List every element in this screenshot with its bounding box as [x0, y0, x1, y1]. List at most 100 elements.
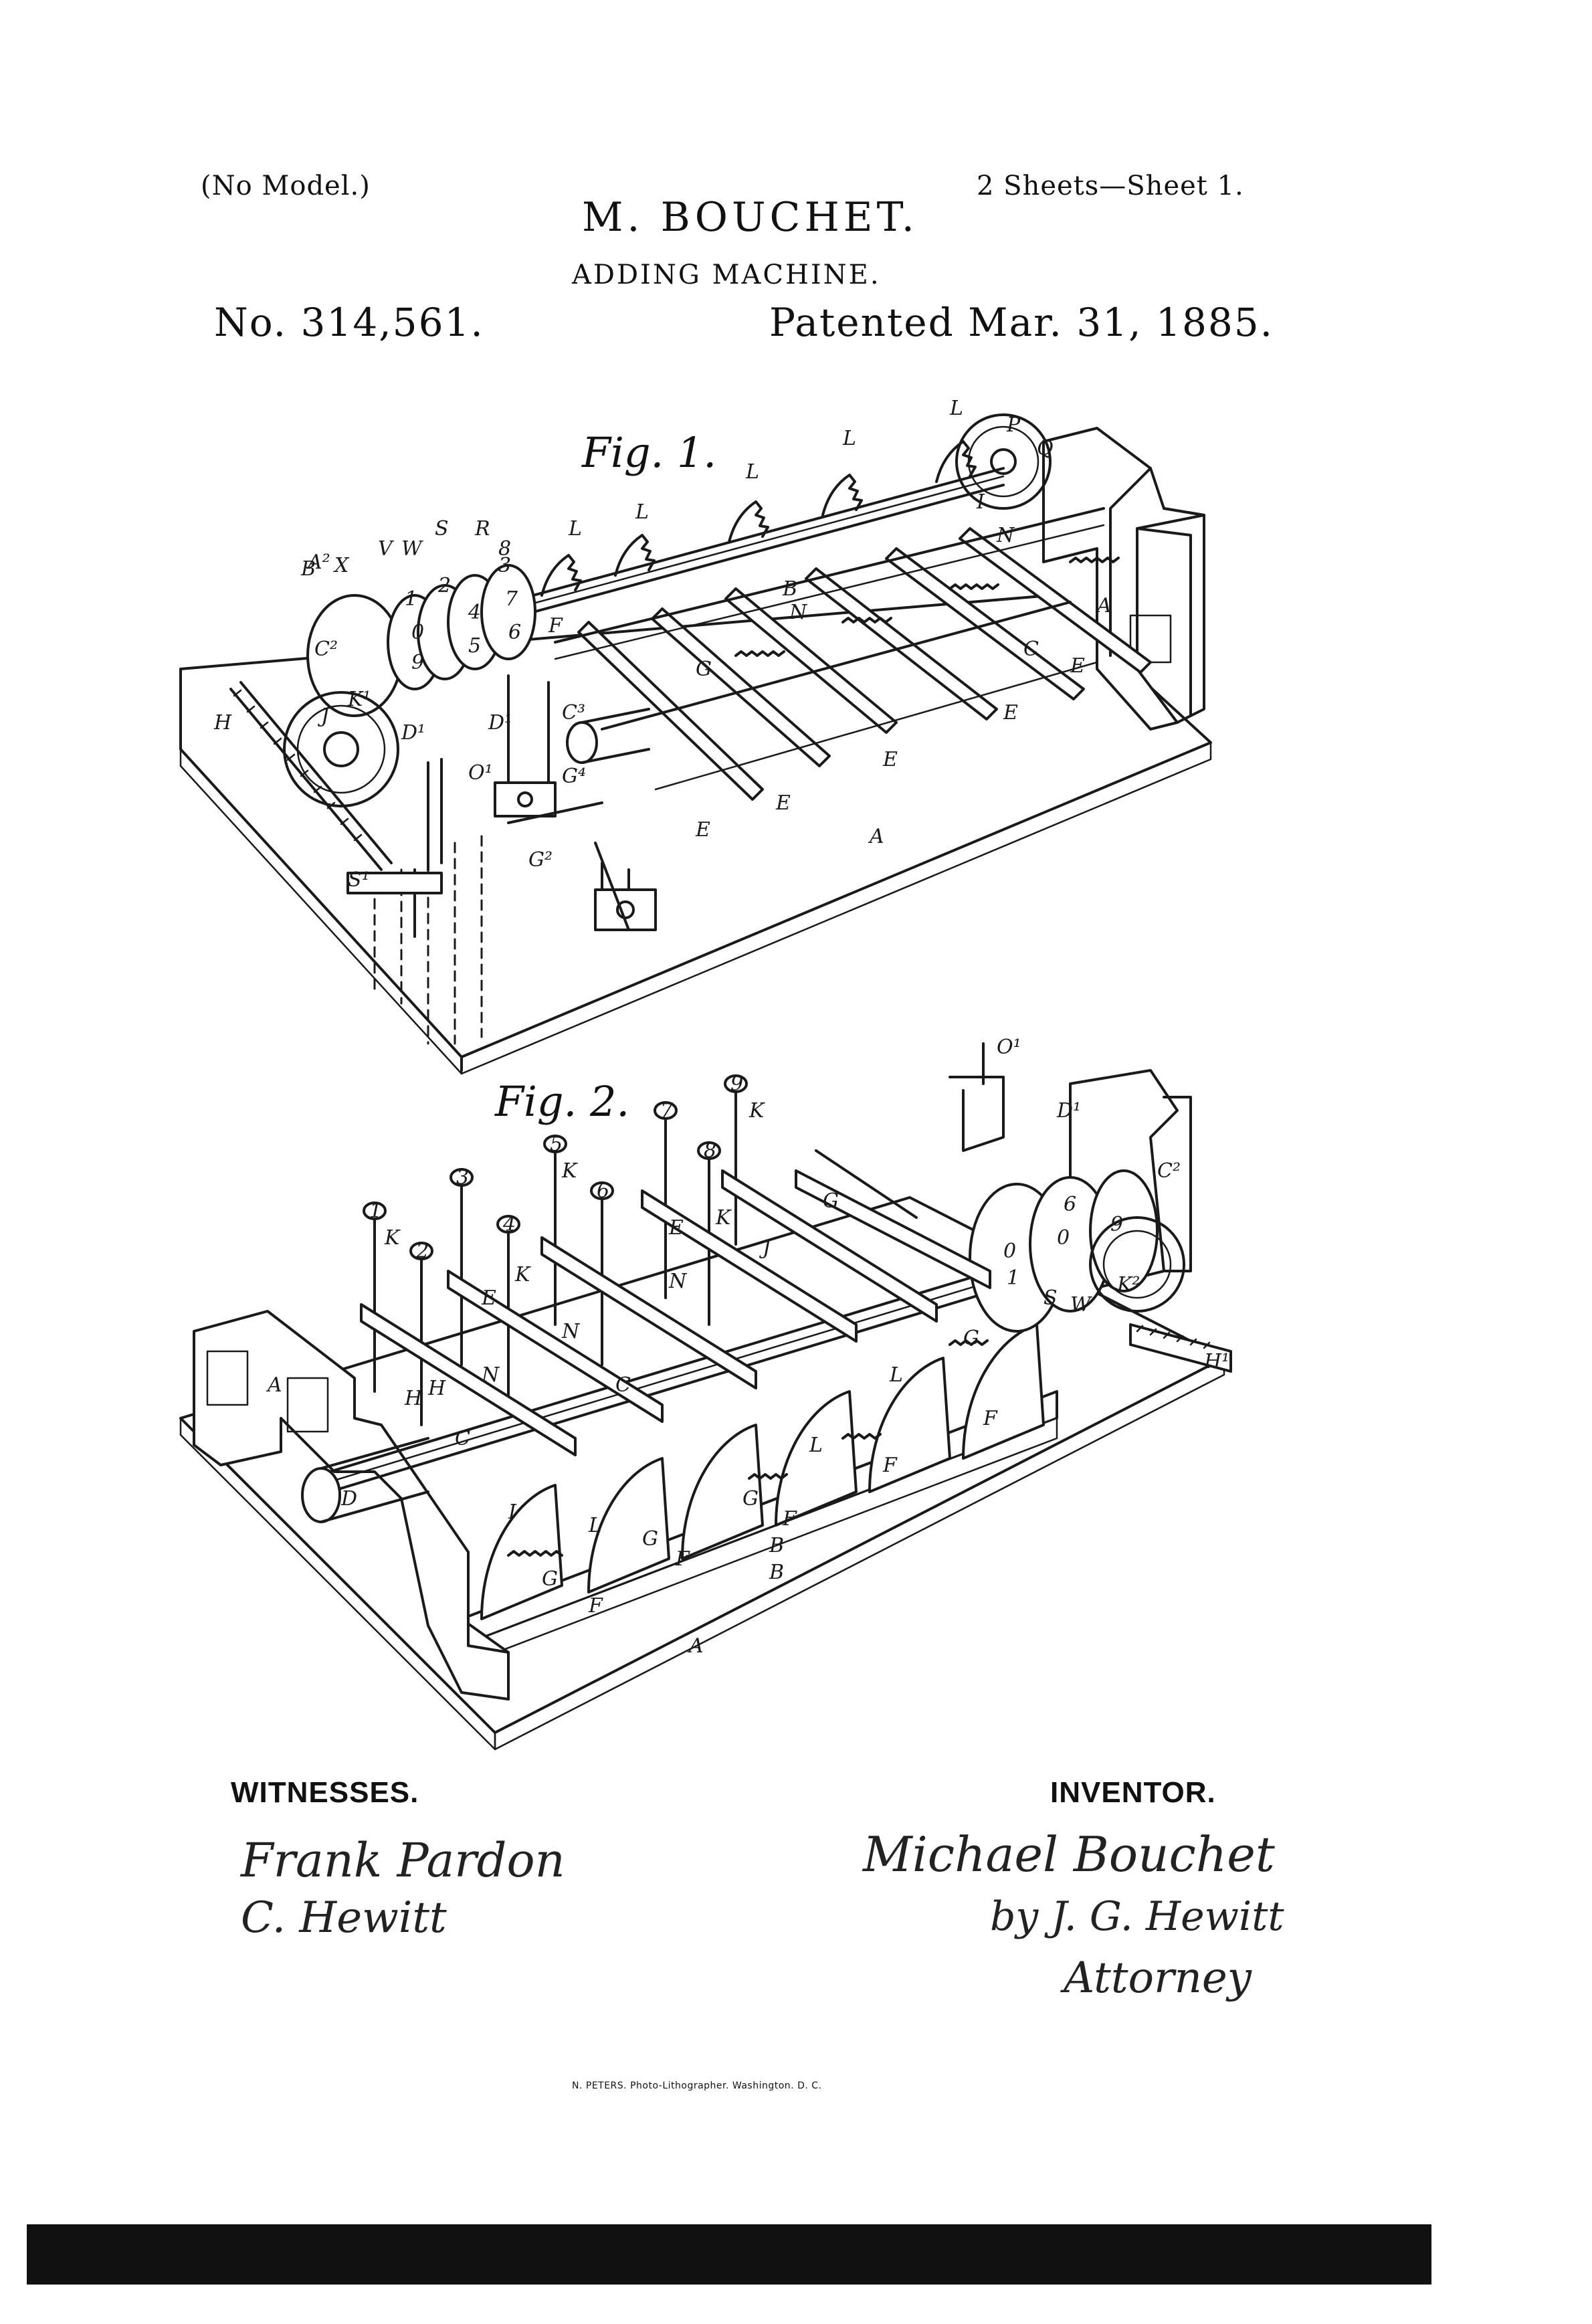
inventor-name-heading: M. BOUCHET.: [582, 194, 918, 241]
fig2-lbl-K-2: K: [561, 1159, 578, 1183]
fig1-lbl-O1: O¹: [468, 761, 493, 785]
fig1-left-gear: [283, 691, 399, 807]
fig2-lbl-W: W: [1070, 1293, 1092, 1317]
fig2-lbl-K-3: K: [384, 1226, 401, 1250]
fig1-lbl-R: R: [474, 517, 490, 541]
fig1-lbl-L-3: L: [745, 460, 759, 484]
fig2-lbl-N: N: [668, 1270, 688, 1293]
fig2-lbl-L: L: [588, 1514, 602, 1537]
inventor-heading: INVENTOR.: [1050, 1776, 1216, 1809]
fig2-lbl-C: C: [615, 1373, 631, 1397]
attorney-label: Attorney: [1064, 1953, 1252, 2003]
fig2-drum-digit-e: 1: [1007, 1266, 1019, 1290]
fig1-lbl-L-5: L: [568, 517, 582, 541]
model-note: (No Model.): [201, 171, 371, 201]
fig2-lbl-B-2: B: [769, 1534, 784, 1557]
fig1-lbl-Q: Q: [1037, 437, 1054, 460]
fig1-lbl-E-4: E: [775, 791, 791, 815]
fig1-label: Fig. 1.: [582, 428, 717, 477]
fig2-key-digit-6: 6: [597, 1179, 609, 1203]
fig1-lbl-C2: C²: [314, 638, 338, 661]
witness-1-signature: Frank Pardon: [241, 1833, 565, 1888]
fig1-lbl-V: V: [378, 537, 395, 561]
fig2-lbl-H: H: [427, 1377, 446, 1400]
fig1-lbl-L-2: L: [842, 427, 856, 450]
fig2-right-gear: [1089, 1216, 1185, 1313]
fig2-lbl-G-3: G: [742, 1487, 759, 1511]
fig1-lbl-B: B: [782, 577, 797, 601]
fig2-lbl-E-1: E: [668, 1216, 684, 1240]
fig2-key-digit-5: 5: [550, 1133, 563, 1156]
witnesses-heading: WITNESSES.: [231, 1776, 419, 1809]
fig2-key-digit-4: 4: [502, 1213, 516, 1236]
fig2-drum-digit-a: 0: [1003, 1240, 1016, 1263]
fig1-lbl-E-3: E: [882, 748, 898, 771]
scan-edge-bar: [27, 2224, 1431, 2285]
fig1-lbl-A2: A²: [306, 551, 330, 574]
fig1-lbl-L-top: L: [949, 397, 963, 420]
fig2-lbl-F-2: F: [782, 1507, 797, 1531]
patent-date: Patented Mar. 31, 1885.: [769, 300, 1274, 345]
fig1-lbl-X: X: [333, 554, 350, 577]
fig1-digit-9: 9: [411, 651, 424, 674]
fig2-rack: [1129, 1323, 1232, 1373]
fig1-springs: [734, 557, 1120, 657]
fig1-lbl-H: H: [213, 711, 232, 735]
fig2-lbl-K-1: K: [749, 1099, 765, 1123]
sheet-count: 2 Sheets—Sheet 1.: [977, 171, 1244, 201]
fig1-main-shaft: [507, 467, 1005, 603]
fig2-lbl-A-base: A: [687, 1634, 704, 1658]
fig2-lbl-G-4: G: [963, 1327, 979, 1350]
fig2-key-digit-1: 1: [369, 1199, 382, 1223]
fig2-lbl-O1: O¹: [997, 1036, 1021, 1059]
fig2-lbl-S: S: [1043, 1286, 1058, 1310]
fig1-lbl-A-base: A: [868, 825, 884, 848]
fig2-lbl-N-2: N: [561, 1320, 581, 1343]
fig2-key-digit-3: 3: [456, 1166, 469, 1189]
inventor-signature: Michael Bouchet: [863, 1826, 1275, 1882]
fig1-digit-1: 1: [405, 587, 417, 611]
fig1-gear-segments: [540, 440, 977, 597]
fig2-lbl-F-3: F: [882, 1454, 898, 1477]
fig2-lbl-G: G: [823, 1189, 839, 1213]
fig2-drum-digit-d: 6: [1064, 1193, 1076, 1216]
fig2-lbl-F-1: F: [675, 1547, 690, 1571]
fig2-lbl-F-5: F: [588, 1594, 603, 1618]
fig2-lbl-F-4: F: [983, 1407, 998, 1430]
fig2-lever-bars: [360, 1169, 991, 1456]
fig1-lbl-E-5: E: [695, 818, 710, 842]
fig1-lbl-N-right: N: [996, 524, 1015, 547]
fig2-drum-digit-b: 0: [1057, 1226, 1070, 1250]
fig1-lbl-I: I: [976, 490, 985, 514]
fig1-lbl-S1: S¹: [348, 868, 370, 892]
fig1-digit-5: 5: [468, 634, 481, 658]
fig1-lbl-G2: G²: [528, 848, 553, 872]
fig1-lbl-D1-b: D¹: [488, 711, 512, 735]
fig1-lbl-E-2: E: [1003, 701, 1018, 724]
fig1-key-levers: [577, 527, 1152, 801]
fig1-lbl-K1: K¹: [347, 688, 371, 711]
fig1-digit-0: 0: [411, 621, 424, 644]
fig1-lbl-P: P: [1006, 413, 1021, 437]
attorney-by-line: by J. G. Hewitt: [990, 1893, 1284, 1940]
fig2-lbl-E-2: E: [481, 1286, 496, 1310]
fig2-key-digit-7: 7: [660, 1099, 674, 1123]
fig2-label: Fig. 2.: [495, 1077, 630, 1126]
fig2-lbl-N-3: N: [481, 1363, 500, 1387]
fig1-digit-3: 3: [498, 554, 511, 577]
fig2-lbl-G-5: G: [542, 1567, 558, 1591]
patent-number: No. 314,561.: [214, 300, 484, 345]
fig2-lbl-C-2: C: [455, 1427, 470, 1450]
fig1-lbl-C: C: [1023, 638, 1039, 661]
fig2-lbl-D: D: [340, 1487, 357, 1511]
fig2-lbl-A-left: A: [266, 1373, 282, 1397]
fig1-lbl-C3: C³: [562, 701, 585, 724]
patent-title: ADDING MACHINE.: [572, 260, 881, 290]
witness-2-signature: C. Hewitt: [241, 1893, 447, 1943]
fig2-lbl-D1: D¹: [1056, 1099, 1081, 1123]
fig2-lbl-I: I: [508, 1500, 517, 1524]
fig1-lbl-F: F: [548, 614, 563, 638]
fig1-lbl-S: S: [435, 517, 449, 541]
fig1-lbl-D1-a: D¹: [401, 721, 425, 745]
fig1-lbl-N-mid: N: [789, 601, 808, 624]
